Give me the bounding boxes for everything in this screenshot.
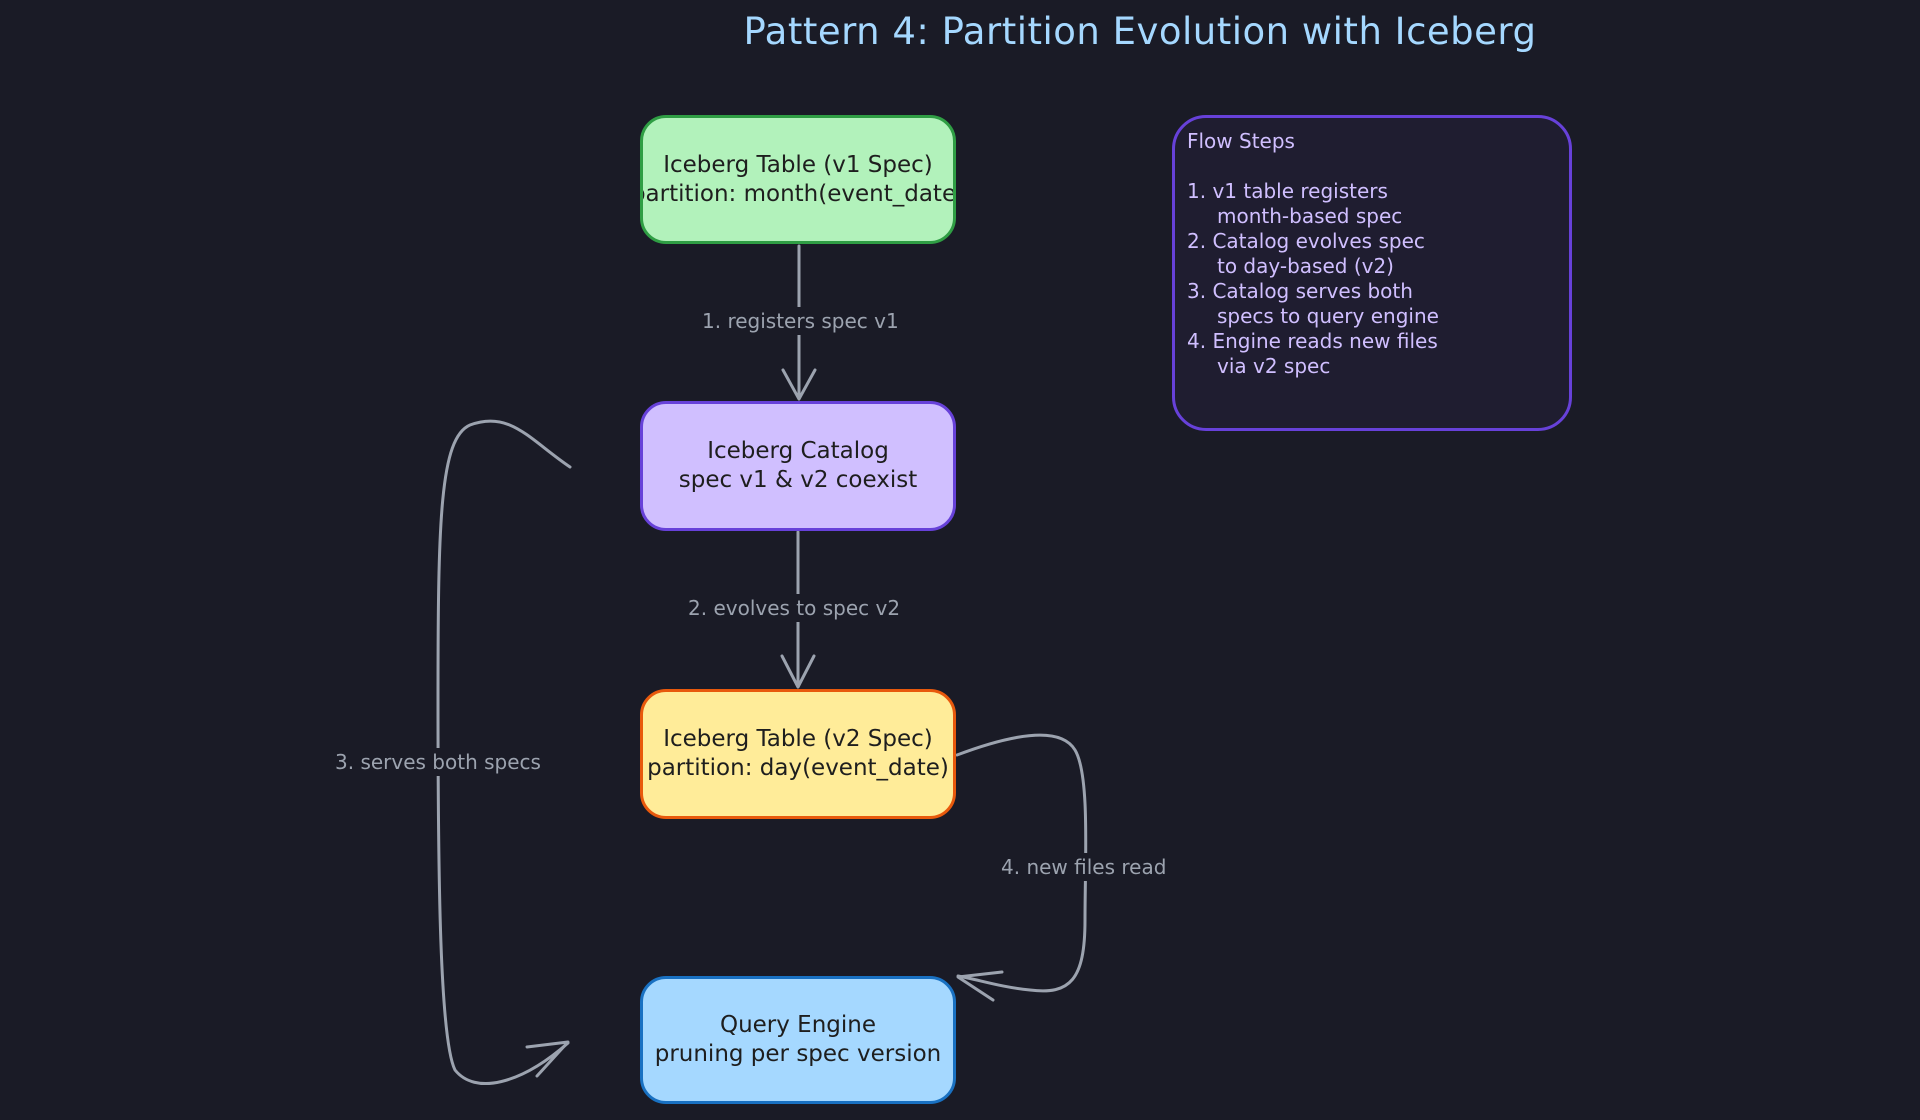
edge-label-new-files-read: 4. new files read (997, 853, 1171, 881)
node-label-line2: pruning per spec version (654, 1041, 942, 1067)
node-label-line2: spec v1 & v2 coexist (678, 467, 918, 493)
node-label-line1: Iceberg Catalog (707, 438, 889, 464)
node-query-engine[interactable]: Query Engine pruning per spec version (640, 976, 956, 1104)
diagram-title: Pattern 4: Partition Evolution with Iceb… (743, 10, 1537, 53)
node-label-line1: Iceberg Table (v2 Spec) (663, 726, 933, 752)
flow-step-2: 2. Catalog evolves spec (1187, 229, 1425, 253)
node-label-line1: Query Engine (719, 1012, 877, 1038)
node-iceberg-catalog[interactable]: Iceberg Catalog spec v1 & v2 coexist (640, 401, 956, 531)
flow-steps-title: Flow Steps (1187, 129, 1295, 153)
edge-label-registers-spec-v1: 1. registers spec v1 (698, 307, 903, 335)
arrowhead-serves-both-specs (525, 1040, 570, 1078)
arrow-serves-both-specs (436, 419, 572, 1085)
node-iceberg-table-v1[interactable]: Iceberg Table (v1 Spec) partition: month… (640, 115, 956, 244)
edge-label-serves-both-specs: 3. serves both specs (331, 748, 545, 776)
flow-step-4: 4. Engine reads new files (1187, 329, 1438, 353)
node-label-line1: Iceberg Table (v1 Spec) (663, 151, 933, 178)
node-iceberg-table-v2[interactable]: Iceberg Table (v2 Spec) partition: day(e… (640, 689, 956, 819)
flow-step-4-cont: via v2 spec (1217, 354, 1331, 378)
arrowhead-evolves-to-spec-v2 (780, 654, 816, 689)
node-label-line2: partition: day(event_date) (647, 755, 949, 781)
arrowhead-new-files-read (956, 970, 1004, 1002)
arrow-new-files-read (955, 733, 1088, 993)
flow-step-2-cont: to day-based (v2) (1217, 254, 1394, 278)
flow-step-1-cont: month-based spec (1217, 204, 1403, 228)
node-label-line2: partition: month(event_date) (640, 180, 956, 207)
edge-label-evolves-to-spec-v2: 2. evolves to spec v2 (684, 594, 905, 622)
arrowhead-registers-spec-v1 (781, 368, 817, 401)
flow-step-3: 3. Catalog serves both (1187, 279, 1413, 303)
flow-steps-panel: Flow Steps 1. v1 table registers month-b… (1172, 115, 1572, 431)
flow-step-1: 1. v1 table registers (1187, 179, 1388, 203)
flow-step-3-cont: specs to query engine (1217, 304, 1439, 328)
